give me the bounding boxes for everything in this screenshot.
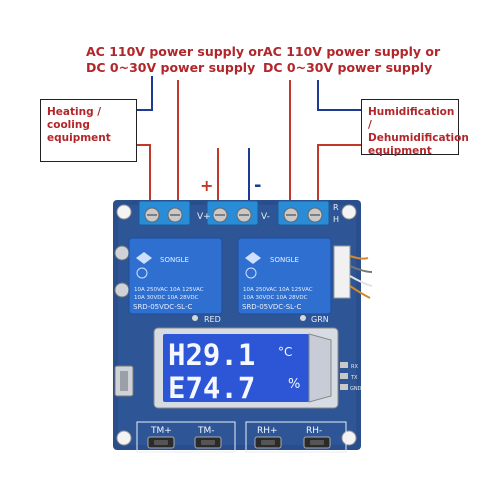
capacitor-1 (114, 245, 130, 261)
silk-v-minus: V- (261, 212, 270, 222)
relay-left-rating1: 10A 250VAC 10A 125VAC (134, 287, 204, 293)
silk-v-plus: V+ (197, 212, 211, 222)
terminal-block-right (277, 200, 330, 226)
mount-hole-tr (341, 204, 357, 220)
mount-hole-bl (116, 430, 132, 446)
relay-right: SONGLE 10A 250VAC 10A 125VAC 10A 30VDC 1… (237, 237, 332, 315)
power-label-left-line1: AC 110V power supply or (86, 44, 264, 59)
relay-right-logo-icon (245, 252, 261, 264)
serial-pins: RX TX GND (340, 362, 362, 392)
relay-left-model: SRD-05VDC-SL-C (133, 303, 192, 311)
relay-right-model: SRD-05VDC-SL-C (242, 303, 301, 311)
led-red (192, 315, 198, 321)
button-label-rh-plus: RH+ (257, 426, 278, 436)
lcd-unit2: % (288, 377, 300, 392)
power-label-right-line1: AC 110V power supply or (263, 44, 441, 59)
capacitor-2 (114, 282, 130, 298)
led-red-label: RED (204, 315, 221, 324)
power-label-right-line2: DC 0~30V power supply (263, 60, 433, 75)
button-group-right (245, 421, 347, 453)
button-label-tm-plus: TM+ (150, 426, 172, 436)
lcd-line2: E74.7 (168, 371, 255, 405)
lcd-display: H29.1 °C E74.7 % (153, 327, 339, 409)
power-label-left: AC 110V power supply or DC 0~30V power s… (86, 44, 263, 76)
relay-left: SONGLE 10A 250VAC 10A 125VAC 10A 30VDC 1… (128, 237, 223, 315)
button-tm-plus[interactable] (147, 436, 175, 449)
humidification-line1: Humidification / (368, 106, 455, 131)
humidification-box: Humidification / Dehumidification equipm… (361, 99, 469, 157)
heating-cooling-box: Heating / cooling equipment (40, 99, 137, 162)
silk-r: R (333, 203, 339, 212)
side-connector (333, 245, 373, 299)
mount-hole-br (341, 430, 357, 446)
controller-board: V+ V- R H SONGLE 10A 250VAC 10A 125VAC 1… (113, 200, 373, 453)
terminal-block-power (206, 200, 259, 226)
button-rh-minus[interactable] (303, 436, 331, 449)
wire-left-blue (137, 76, 153, 111)
button-rh-plus[interactable] (254, 436, 282, 449)
heating-cooling-line1: Heating / (47, 106, 102, 118)
humidification-line2: Dehumidification (368, 132, 469, 144)
wires (137, 76, 361, 204)
heating-cooling-line3: equipment (47, 132, 111, 144)
heating-cooling-line2: cooling (47, 119, 90, 131)
wire-left-red-box (137, 144, 151, 202)
wire-right-blue (317, 80, 361, 111)
humidification-line3: equipment (368, 145, 432, 157)
led-grn (300, 315, 306, 321)
silk-h: H (333, 215, 339, 224)
button-tm-minus[interactable] (194, 436, 222, 449)
mount-hole-tl (116, 204, 132, 220)
relay-right-rating2: 10A 30VDC 10A 28VDC (243, 295, 308, 301)
relay-left-rating2: 10A 30VDC 10A 28VDC (134, 295, 199, 301)
relay-left-logo-icon (136, 252, 152, 264)
pin-rx-label: RX (351, 364, 358, 370)
relay-left-brand: SONGLE (160, 256, 189, 264)
power-label-right: AC 110V power supply or DC 0~30V power s… (263, 44, 440, 76)
pin-tx-label: TX (350, 375, 358, 381)
pin-gnd-label: GND (350, 386, 362, 392)
power-label-left-line2: DC 0~30V power supply (86, 60, 256, 75)
button-label-tm-minus: TM- (197, 426, 215, 436)
button-group-left (136, 421, 236, 453)
wire-right-red-box (317, 144, 361, 202)
plus-sign: + (200, 176, 213, 195)
relay-right-cqc-icon (245, 267, 257, 279)
button-label-rh-minus: RH- (306, 426, 322, 436)
minus-sign: - (254, 175, 261, 196)
lcd-line1: H29.1 (168, 338, 255, 372)
usb-port (114, 365, 134, 397)
relay-right-rating1: 10A 250VAC 10A 125VAC (243, 287, 313, 293)
relay-left-cqc-icon (136, 267, 148, 279)
lcd-unit1: °C (278, 345, 292, 359)
terminal-block-left (138, 200, 191, 226)
relay-right-brand: SONGLE (270, 256, 299, 264)
led-grn-label: GRN (311, 315, 329, 324)
